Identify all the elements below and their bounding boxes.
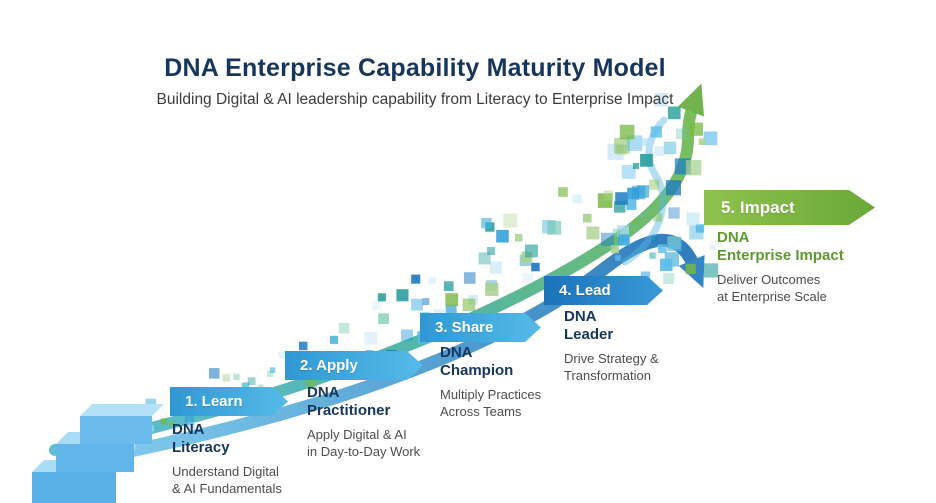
stage-4-name-line: Leader [564,325,614,343]
stage-5-desc: Deliver Outcomes at Enterprise Scale [717,272,844,306]
stage-4-desc: Drive Strategy & Transformation [564,351,659,385]
stage-3-text: DNA Champion Multiply Practices Across T… [440,344,541,421]
stage-5-desc-line: Deliver Outcomes [717,272,821,288]
stage-2-name-line: Practitioner [307,401,391,419]
stage-4-desc-line: Transformation [564,368,651,384]
stage-5-arrow-banner: 5. Impact [704,190,875,225]
stage-4-desc-line: Drive Strategy & [564,351,659,367]
stage-3-desc: Multiply Practices Across Teams [440,387,541,421]
stage-5-text: DNA Enterprise Impact Deliver Outcomes a… [717,229,844,306]
stairs-graphic [32,404,164,503]
stage-3-label: 3. Share [435,319,494,336]
stage-5-name: DNA Enterprise Impact [717,229,844,264]
stage-3-name: DNA Champion [440,344,541,379]
stage-2-desc-line: in Day-to-Day Work [307,444,421,460]
stage-1-name: DNA Literacy [172,421,282,456]
stage-4-label: 4. Lead [559,282,611,299]
stage-3-arrow-banner: 3. Share [420,313,541,342]
stage-1-name-line: Literacy [172,438,230,456]
stage-5-name-line: DNA [717,229,750,246]
stage-1-arrow-banner: 1. Learn [170,387,288,416]
stage-2-label: 2. Apply [300,357,358,374]
stage-4-name-line: DNA [564,308,597,325]
stage-1-text: DNA Literacy Understand Digital & AI Fun… [172,421,282,498]
stage-4-name: DNA Leader [564,308,659,343]
stage-1-desc-line: Understand Digital [172,464,279,480]
stage-2-name: DNA Practitioner [307,384,420,419]
helix-back-strand [621,116,668,266]
stage-3-desc-line: Multiply Practices [440,387,542,403]
page-subtitle: Building Digital & AI leadership capabil… [156,91,674,108]
stage-3-name-line: Champion [440,361,514,379]
page-title: DNA Enterprise Capability Maturity Model [164,54,666,82]
stage-4-arrow-banner: 4. Lead [544,276,663,305]
stage-1-desc-line: & AI Fundamentals [172,481,282,497]
stage-2-text: DNA Practitioner Apply Digital & AI in D… [307,384,420,461]
stage-1-name-line: DNA [172,421,205,438]
stage-2-desc: Apply Digital & AI in Day-to-Day Work [307,427,420,461]
stage-5-name-line: Enterprise Impact [717,246,844,264]
stage-2-name-line: DNA [307,384,340,401]
stage-3-name-line: DNA [440,344,473,361]
stage-3-desc-line: Across Teams [440,404,522,420]
stage-5-desc-line: at Enterprise Scale [717,289,827,305]
stage-5-label: 5. Impact [721,197,795,217]
stage-2-desc-line: Apply Digital & AI [307,427,407,443]
stage-4-text: DNA Leader Drive Strategy & Transformati… [564,308,659,385]
stage-1-label: 1. Learn [185,393,243,410]
stage-2-arrow-banner: 2. Apply [285,351,423,380]
stage-1-desc: Understand Digital & AI Fundamentals [172,464,282,498]
